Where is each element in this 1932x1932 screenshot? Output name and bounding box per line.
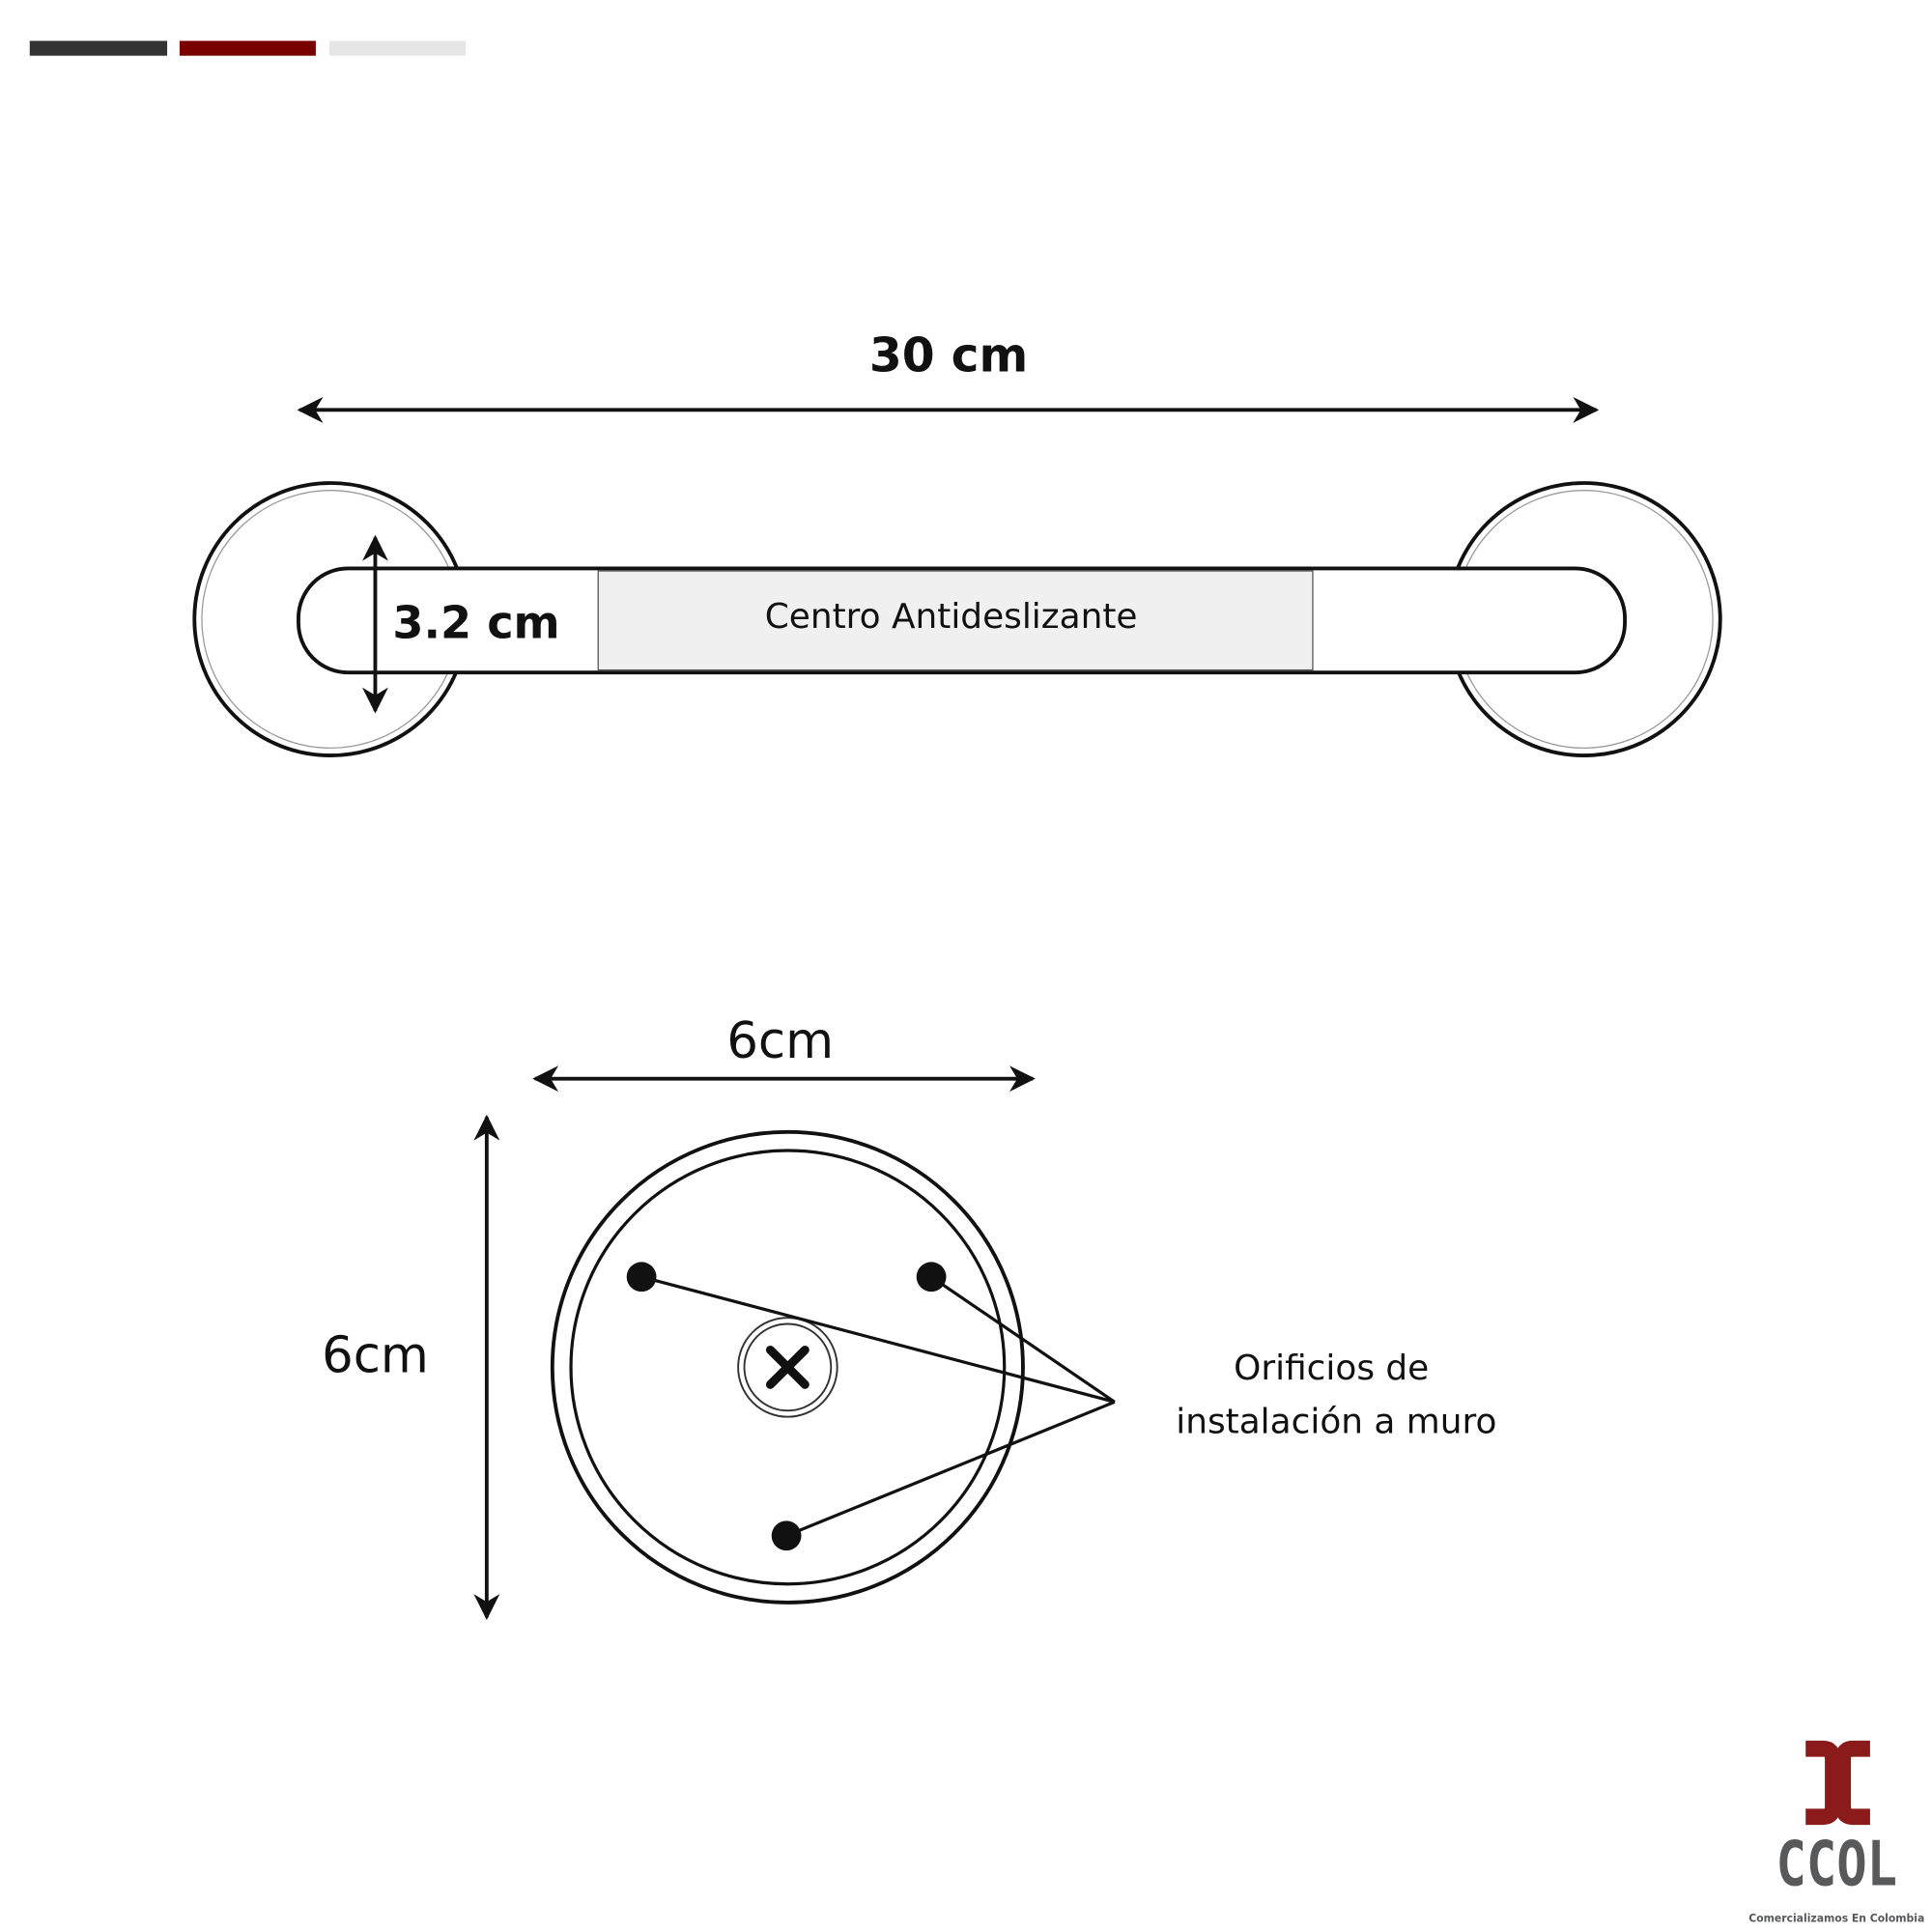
logo-tagline: Comercializamos En Colombia (1748, 1912, 1924, 1925)
grip-label: Centro Antideslizante (765, 597, 1138, 637)
header-bar-light (329, 41, 467, 56)
holes-label-line2: instalación a muro (1176, 1402, 1496, 1441)
logo-name: CCOL (1776, 1829, 1897, 1900)
mounting-hole (771, 1520, 802, 1551)
header-bar-dark (29, 41, 168, 56)
holes-label-line1: Orificios de (1234, 1349, 1429, 1388)
logo-mark (1805, 1740, 1870, 1826)
flange-height-label: 6cm (322, 1327, 429, 1385)
center-screw-icon (737, 1317, 838, 1418)
flange-width-label: 6cm (726, 1012, 834, 1070)
anti-slip-grip (597, 570, 1314, 671)
diameter-label: 3.2 cm (392, 596, 559, 648)
mounting-hole (626, 1262, 657, 1293)
length-label: 30 cm (869, 329, 1028, 384)
hole-leader-lines (640, 1275, 1116, 1538)
mounting-hole (916, 1262, 947, 1293)
ccol-logo: CCOL Comercializamos En Colombia (1748, 1740, 1924, 1925)
header-bar-red (179, 41, 316, 56)
